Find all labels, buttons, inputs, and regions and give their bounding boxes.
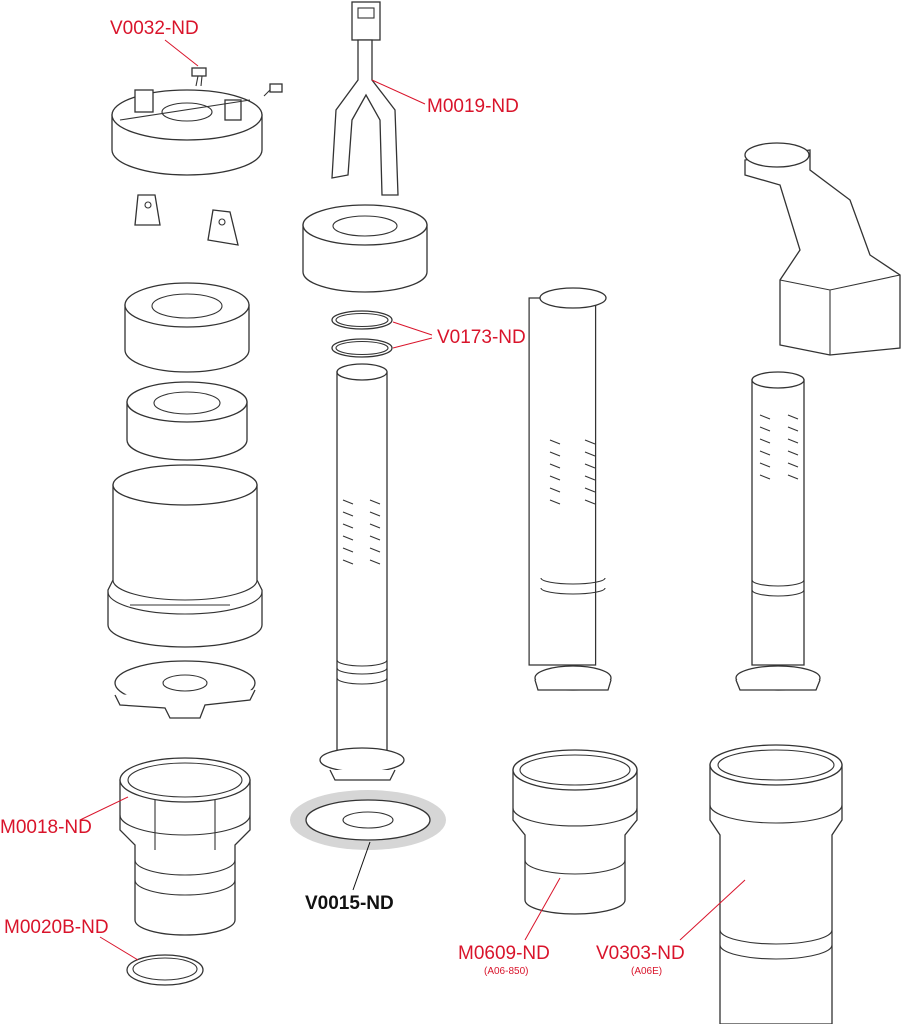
screw-part [191, 67, 283, 97]
upper-ring-part [124, 282, 250, 373]
housing-cylinder-part [107, 464, 263, 648]
base-plate-part [114, 660, 256, 719]
label-v0015: V0015-ND [305, 893, 394, 914]
label-v0303-sub: (A06E) [631, 966, 663, 977]
gasket-v0015-part [290, 790, 446, 850]
leader-lines [79, 39, 746, 961]
top-cap-part [111, 89, 263, 176]
overflow-tube-short-part [528, 287, 612, 691]
bracket-part [134, 194, 239, 246]
basket-m0609-part [512, 749, 638, 915]
label-m0018: M0018-ND [0, 817, 92, 838]
lower-ring-part [126, 381, 248, 461]
label-v0303: V0303-ND [596, 943, 685, 964]
float-ring-part [302, 204, 428, 293]
label-m0019: M0019-ND [427, 96, 519, 117]
label-m0609: M0609-ND [458, 943, 550, 964]
o-ring-v0173-part [331, 310, 393, 358]
label-m0609-sub: (A06-850) [484, 966, 529, 977]
hood-part [744, 142, 901, 356]
label-m0020b: M0020B-ND [4, 917, 109, 938]
label-v0032: V0032-ND [110, 18, 199, 39]
overflow-tube-part [319, 363, 405, 781]
seal-ring-m0020b-part [126, 954, 204, 986]
basket-m0018-part [119, 757, 251, 936]
overflow-tube-right-part [735, 371, 821, 691]
lever-m0019-part [331, 1, 399, 196]
basket-v0303-part [709, 744, 843, 1024]
label-v0173: V0173-ND [437, 327, 526, 348]
